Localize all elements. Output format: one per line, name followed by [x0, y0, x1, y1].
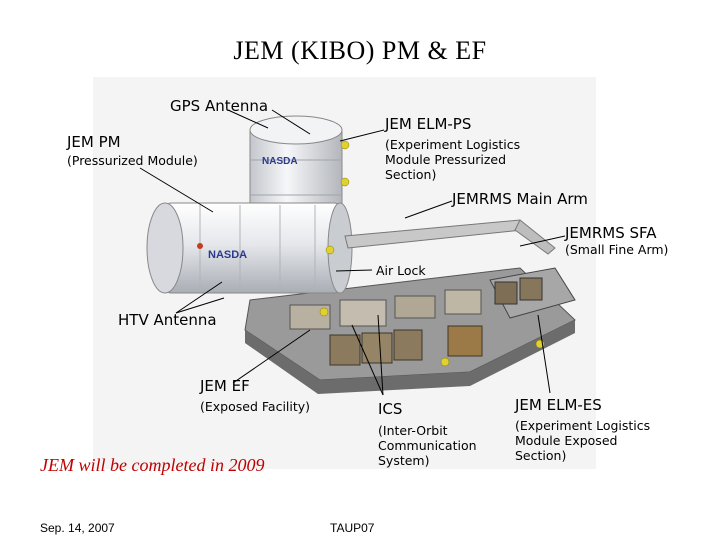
- footer-code: TAUP07: [330, 521, 375, 535]
- jem-pm-module: NASDA: [146, 202, 353, 294]
- label-jemrms-main-arm: JEMRMS Main Arm: [452, 190, 588, 208]
- label-elm-ps-sub-1: (Experiment Logistics: [385, 137, 521, 152]
- label-gps-antenna: GPS Antenna: [170, 97, 269, 115]
- completion-note: JEM will be completed in 2009: [40, 455, 265, 475]
- label-air-lock: Air Lock: [376, 263, 426, 278]
- label-htv-antenna: HTV Antenna: [118, 311, 217, 329]
- jem-elm-es-module: [489, 267, 576, 319]
- label-elm-ps-sub-3: Section): [385, 167, 437, 182]
- label-jem-pm-sub: (Pressurized Module): [67, 153, 198, 168]
- label-jemrms-sfa-sub: (Small Fine Arm): [565, 242, 669, 257]
- label-ics-sub-3: System): [378, 453, 430, 468]
- label-elm-ps: JEM ELM-PS: [385, 115, 472, 133]
- label-ics-sub-2: Communication: [378, 438, 477, 453]
- label-elm-es: JEM ELM-ES: [515, 396, 602, 414]
- label-elm-es-sub-2: Module Exposed: [515, 433, 618, 448]
- label-ics-sub-1: (Inter-Orbit: [378, 423, 448, 438]
- nasda-logo-pm: NASDA: [208, 249, 247, 261]
- nasda-logo: NASDA: [262, 156, 298, 167]
- label-jem-ef-sub: (Exposed Facility): [200, 399, 311, 414]
- label-jem-ef: JEM EF: [200, 377, 250, 395]
- label-ics: ICS: [378, 400, 403, 418]
- label-elm-es-sub-3: Section): [515, 448, 567, 463]
- label-jem-pm: JEM PM: [67, 133, 121, 151]
- label-jemrms-sfa: JEMRMS SFA: [565, 224, 657, 242]
- jem-ef-platform: [244, 267, 576, 394]
- label-elm-es-sub-1: (Experiment Logistics: [515, 418, 651, 433]
- callout-lines: [139, 109, 566, 396]
- jemrms-main-arm: [344, 219, 556, 255]
- footer-date: Sep. 14, 2007: [40, 521, 115, 535]
- label-elm-ps-sub-2: Module Pressurized: [385, 152, 507, 167]
- slide-title: JEM (KIBO) PM & EF: [233, 36, 487, 65]
- handrail-markers: [319, 140, 545, 367]
